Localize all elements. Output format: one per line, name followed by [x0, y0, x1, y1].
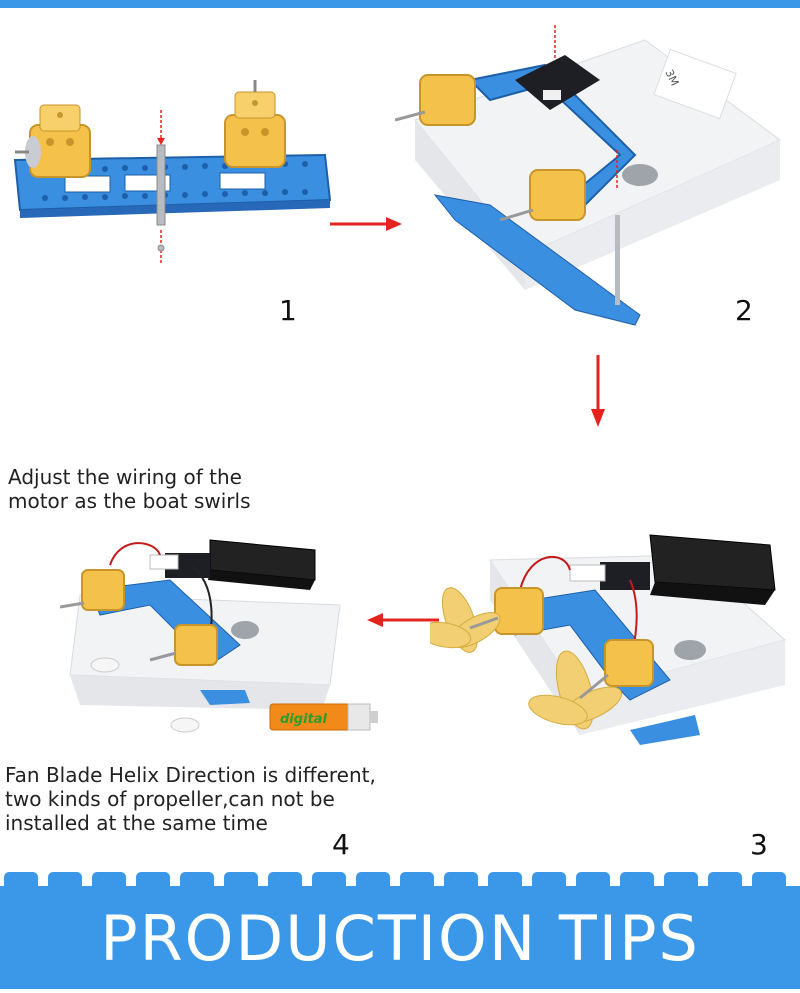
arrow-left-icon	[367, 610, 439, 634]
arrow-right-icon	[330, 214, 402, 238]
step-2-number: 2	[735, 294, 753, 327]
battery-label: digital	[280, 712, 328, 727]
tape-label: 3M	[662, 68, 681, 88]
banner-title: PRODUCTION TIPS	[100, 902, 700, 975]
wiring-note: Adjust the wiring of the motor as the bo…	[8, 465, 251, 513]
propeller-note: Fan Blade Helix Direction is different, …	[5, 763, 376, 835]
top-accent-bar	[0, 0, 800, 8]
step-1-illustration	[5, 70, 345, 280]
arrow-down-icon	[588, 355, 608, 431]
step-3-number: 3	[750, 828, 768, 861]
step-3-illustration	[430, 520, 790, 780]
step-1-number: 1	[279, 294, 297, 327]
step-4-illustration	[60, 525, 360, 750]
step-2-illustration: 3M	[395, 20, 795, 360]
step-4-number: 4	[332, 828, 350, 861]
aa-battery: digital	[268, 700, 380, 734]
footer-banner	[0, 872, 800, 989]
